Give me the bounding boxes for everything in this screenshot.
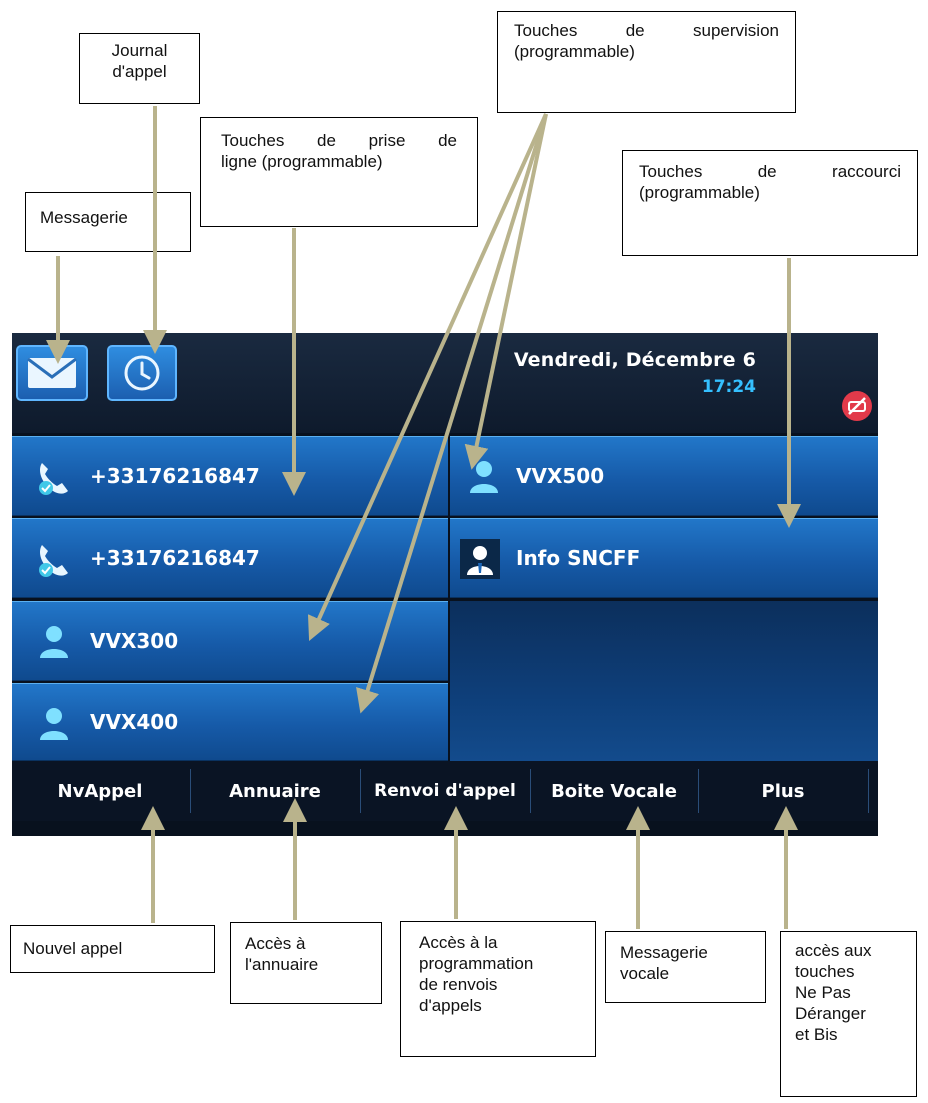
callout-messagerie-vocale: Messagerie vocale (605, 931, 766, 1003)
softkey-divider (360, 769, 361, 813)
callout-raccourci: Touches de raccourci (programmable) (622, 150, 918, 256)
busy-lamp-key-vvx500-label: VVX500 (516, 464, 605, 488)
line-key-1-label: +33176216847 (90, 464, 260, 488)
dnd-status-icon (842, 391, 872, 421)
callout-renvoi-text: Accès à la programmation de renvois d'ap… (419, 933, 534, 1015)
line-key-2-label: +33176216847 (90, 546, 260, 570)
softkey-divider (530, 769, 531, 813)
callout-messagerie: Messagerie (25, 192, 191, 252)
callout-plus-text: accès aux touches Ne Pas Déranger et Bis (795, 941, 872, 1044)
phone-handset-icon (39, 463, 68, 495)
user-icon (40, 626, 68, 658)
softkey-divider (868, 769, 869, 813)
speed-dial-key-info-sncff[interactable]: Info SNCFF (450, 518, 878, 598)
callout-nouvel-appel-text: Nouvel appel (23, 939, 123, 958)
callout-journal-appel: Journal d'appel (79, 33, 200, 104)
callout-messagerie-text: Messagerie (40, 208, 128, 227)
callout-raccourci-text-1: Touches de raccourci (639, 162, 901, 181)
envelope-icon (27, 357, 77, 388)
date-display: Vendredi, Décembre 6 (513, 349, 756, 371)
phone-handset-icon (39, 545, 68, 577)
callout-renvoi: Accès à la programmation de renvois d'ap… (400, 921, 596, 1057)
callout-supervision: Touches de supervision (programmable) (497, 11, 796, 113)
line-key-3-label: VVX300 (90, 629, 179, 653)
callout-prise-ligne-text-1: Touches de prise de (221, 131, 457, 150)
line-key-1[interactable]: +33176216847 (12, 436, 448, 516)
line-key-2[interactable]: +33176216847 (12, 518, 448, 598)
softkey-new-call[interactable]: NvAppel (57, 780, 143, 802)
callout-journal-text: Journal d'appel (111, 41, 168, 81)
softkey-directory[interactable]: Annuaire (229, 780, 321, 802)
callout-nouvel-appel: Nouvel appel (10, 925, 215, 973)
callout-acces-annuaire-text: Accès à l'annuaire (245, 934, 319, 974)
phone-screen: Vendredi, Décembre 6 17:24 +33176216847 … (12, 333, 878, 836)
line-key-3[interactable]: VVX300 (12, 601, 448, 681)
callout-plus: accès aux touches Ne Pas Déranger et Bis (780, 931, 917, 1097)
line-key-4-label: VVX400 (90, 710, 179, 734)
softkey-call-forward[interactable]: Renvoi d'appel (374, 781, 516, 801)
callout-prise-ligne-text-2: ligne (programmable) (221, 152, 383, 171)
callout-raccourci-text-2: (programmable) (639, 183, 760, 202)
softkey-bar: NvAppel Annuaire Renvoi d'appel Boite Vo… (12, 761, 878, 821)
busy-lamp-key-vvx500[interactable]: VVX500 (450, 436, 878, 516)
contact-card-icon (460, 539, 500, 579)
softkey-voicemail[interactable]: Boite Vocale (551, 780, 677, 802)
softkey-more[interactable]: Plus (761, 780, 805, 802)
callout-messagerie-vocale-text: Messagerie vocale (620, 943, 708, 983)
line-key-4[interactable]: VVX400 (12, 683, 448, 761)
time-display: 17:24 (701, 377, 756, 397)
user-icon (40, 708, 68, 740)
clock-icon (124, 355, 160, 391)
softkey-divider (190, 769, 191, 813)
callout-supervision-text-1: Touches de supervision (514, 21, 779, 40)
status-bar: Vendredi, Décembre 6 17:24 (12, 333, 878, 433)
callout-supervision-text-2: (programmable) (514, 42, 635, 61)
softkey-divider (698, 769, 699, 813)
empty-key-area (450, 601, 878, 761)
call-history-button[interactable] (107, 345, 177, 401)
user-icon (470, 461, 498, 493)
speed-dial-key-info-sncff-label: Info SNCFF (516, 546, 641, 570)
callout-prise-ligne: Touches de prise de ligne (programmable) (200, 117, 478, 227)
callout-acces-annuaire: Accès à l'annuaire (230, 922, 382, 1004)
messages-button[interactable] (16, 345, 88, 401)
